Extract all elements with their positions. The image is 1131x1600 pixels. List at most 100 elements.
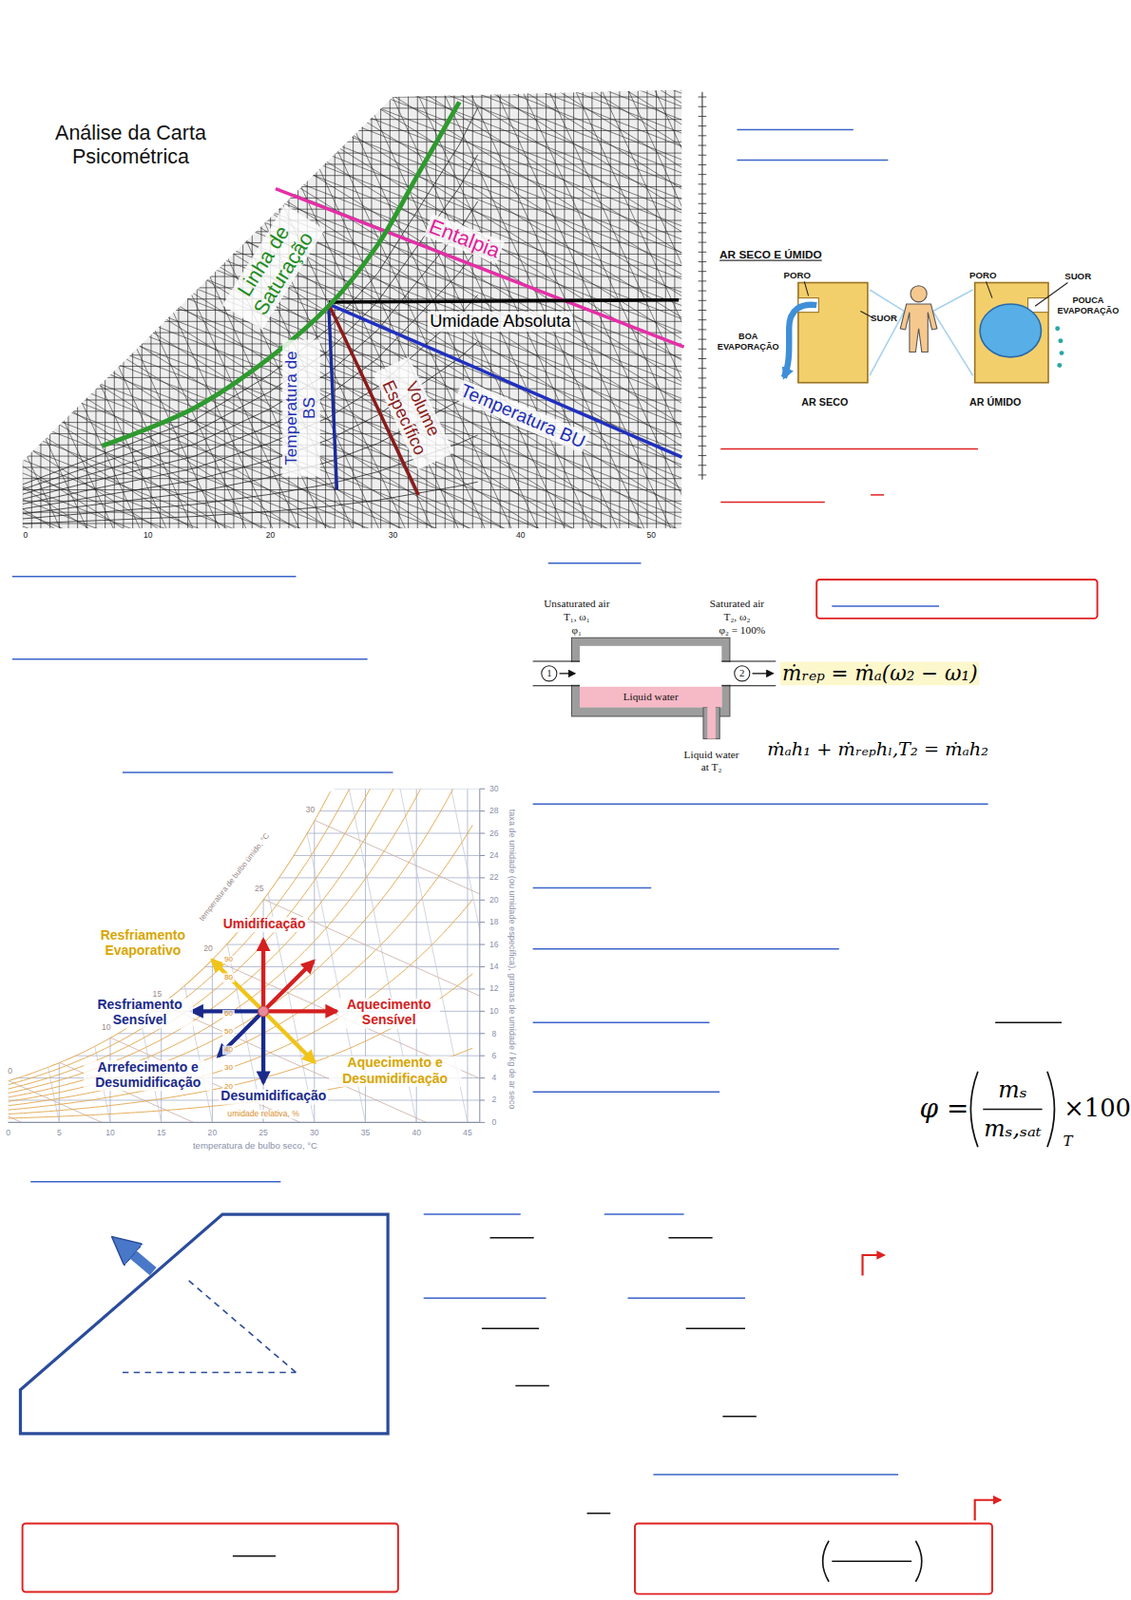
psychrometric-chart-grid-part — [0, 209, 715, 211]
psychrometric-chart-grid-part — [0, 107, 715, 109]
psychrometric-chart-grid-part — [279, 86, 281, 531]
psychrometric-chart-grid-part — [16, 86, 221, 531]
process-arrows-part — [258, 1006, 269, 1017]
psychrometric-chart-grid-part — [547, 86, 752, 531]
schematic-label: Liquid water at T₂ — [678, 748, 745, 774]
sweat-cartoon-part — [1059, 350, 1065, 356]
blank-underline — [481, 1328, 539, 1331]
humidifier-schematic-part — [579, 646, 722, 708]
psychrometric-chart-grid-part — [0, 225, 715, 504]
psychrometric-chart-grid-part — [0, 197, 715, 199]
blank-underline — [122, 771, 394, 774]
axis-tick: 30 — [388, 531, 399, 541]
psychrometric-chart-grid-part — [0, 119, 715, 399]
equation: ṁₐh₁ + ṁᵣₑₚhₗ,T₂ = ṁₐh₂ — [766, 739, 989, 761]
chart-scale-part — [701, 92, 703, 480]
psychrometric-chart-grid-part — [0, 0, 715, 59]
axis-tick: 24 — [489, 851, 499, 862]
chart-scale-part — [698, 290, 708, 292]
psychrometric-chart-grid-part — [0, 398, 715, 677]
chart-grid-part — [8, 900, 480, 901]
chart-property-lines — [101, 101, 684, 495]
chart-scale-part — [698, 445, 708, 447]
humidifier-schematic-part — [533, 660, 580, 662]
psychrometric-chart-grid-part — [22, 108, 479, 485]
psychrometric-chart-small-part — [479, 788, 485, 790]
sweat-cartoon-part — [869, 311, 905, 377]
psychrometric-chart-grid-part — [0, 0, 715, 424]
water-region: Liquid water — [579, 687, 722, 708]
axis-tick: 8 — [491, 1029, 497, 1039]
psychrometric-chart-grid-part — [679, 86, 884, 531]
axis-tick: 10 — [489, 1006, 499, 1016]
psychrometric-chart-grid-part — [214, 86, 216, 531]
line-label: Temperatura de BS — [282, 340, 321, 478]
process-arrows-part — [261, 939, 266, 1012]
psychrometric-chart-grid — [0, 0, 911, 960]
psychrometric-chart-grid-part — [31, 86, 33, 531]
process-label: Resfriamento Evaporativo — [90, 928, 197, 959]
equation: ṁᵣₑₚ = ṁₐ(ω₂ − ω₁) — [780, 661, 980, 686]
axis-tick: 25 — [258, 1128, 269, 1138]
psychrometric-chart-grid-part — [0, 172, 715, 452]
sweat-cartoon-part — [979, 304, 1041, 358]
blank-underline — [423, 1297, 547, 1300]
psychrometric-chart-small-part — [479, 966, 485, 968]
process-arrows-part — [211, 960, 264, 1013]
sweat-cartoon-part — [975, 283, 1049, 384]
process-label: Umidificação — [221, 917, 308, 933]
chart-scale-part — [698, 222, 708, 224]
chart-scale — [698, 92, 708, 480]
psychrometric-chart-grid-part — [0, 0, 715, 173]
chart-scale-part — [698, 328, 708, 330]
chart-scale-part — [698, 106, 708, 108]
process-label: Desumidificação — [218, 1090, 328, 1106]
humidifier-schematic-part — [559, 672, 576, 674]
axis-tick: 15 — [156, 1128, 167, 1138]
psychrometric-chart-grid-part — [0, 0, 715, 279]
blank-underline — [628, 1297, 747, 1300]
chart-scale-part — [698, 154, 708, 156]
chart-grid-part — [8, 602, 474, 1094]
psychrometric-chart-grid-part — [0, 500, 715, 502]
chart-scale-part — [698, 455, 708, 457]
axis-tick: 10 — [105, 1128, 116, 1138]
chart-scale-part — [698, 436, 708, 438]
blank-underline — [604, 1213, 685, 1216]
layout-part — [634, 1523, 993, 1594]
blank-underline — [995, 1021, 1062, 1024]
axis-tick: 2 — [491, 1095, 497, 1106]
psychrometric-chart-grid-part — [0, 0, 715, 27]
line-label: Volume Específico — [372, 357, 455, 471]
process-arrows-part — [263, 1011, 315, 1063]
axis-tick: 50 — [222, 1028, 235, 1037]
psychrometric-chart-small-part — [479, 1011, 485, 1013]
chart-scale-part — [698, 339, 708, 341]
chart-grid-part — [8, 824, 474, 1106]
formula-part: T — [1062, 1132, 1073, 1150]
psychrometric-chart-small-part — [479, 988, 485, 990]
psychrometric-chart-grid-part — [0, 173, 715, 617]
psychrometric-chart-small-part — [479, 832, 485, 834]
psychrometric-chart-grid-part — [22, 201, 479, 495]
chart-scale-part — [698, 242, 708, 244]
psychrometric-chart-grid-part — [0, 343, 715, 345]
psychrometric-chart-small — [0, 379, 1131, 1123]
layout-part — [816, 579, 1097, 619]
axis-tick: 26 — [489, 828, 499, 839]
psychrometric-chart-grid-part — [600, 86, 806, 531]
axis-tick: 20 — [489, 895, 499, 905]
axis-tick: 45 — [462, 1128, 473, 1138]
process-arrows — [191, 939, 338, 1083]
chart-scale-part — [698, 261, 708, 263]
chart-scale-part — [698, 280, 708, 282]
layout-part — [915, 1541, 921, 1583]
sweat-cartoon-part — [1035, 283, 1068, 307]
psychrometric-chart-grid-part — [0, 0, 715, 252]
psychrometric-chart-grid-part — [0, 456, 715, 458]
blank-underline — [720, 448, 978, 451]
psychrometric-chart-grid-part — [0, 118, 715, 120]
psychrometric-chart-grid-part — [58, 86, 60, 531]
callout: PORO — [969, 269, 997, 281]
axis-tick: 16 — [489, 939, 499, 950]
